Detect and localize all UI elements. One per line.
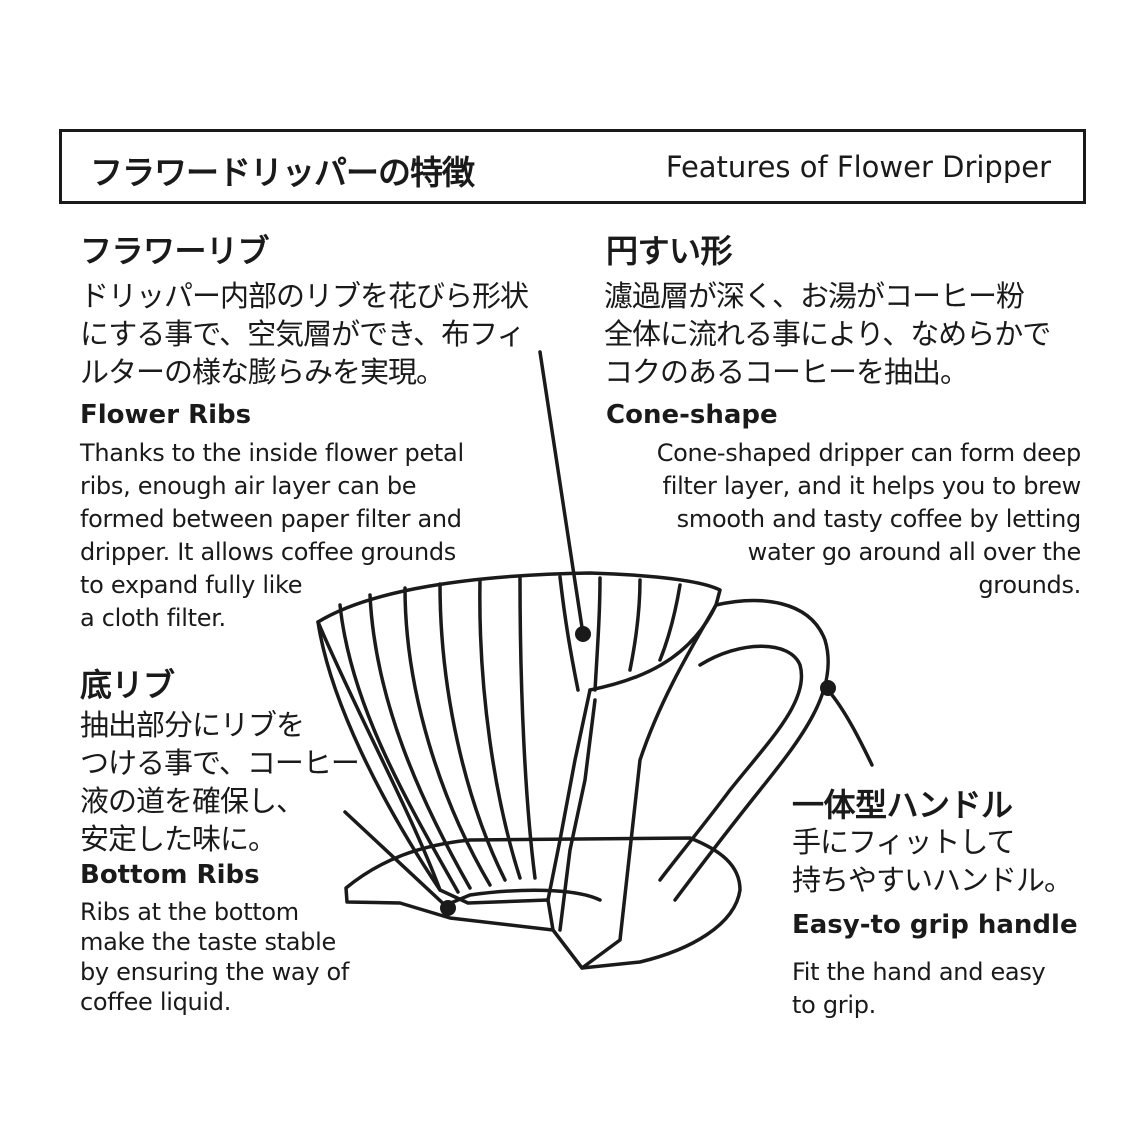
cone-outline: [316, 571, 722, 970]
header-title-jp: フラワードリッパーの特徴: [90, 153, 475, 192]
handle-inner: [658, 644, 804, 882]
flower-ribs-body-en: Thanks to the inside flower petal ribs, …: [80, 439, 464, 632]
cutaway-front: [546, 688, 592, 902]
handle-body-en: Fit the hand and easy to grip.: [792, 958, 1046, 1019]
callout-dot-handle: [820, 680, 836, 696]
header-title-en: Features of Flower Dripper: [665, 150, 1051, 184]
bottom-ribs-body-jp: 抽出部分にリブを つける事で、コーヒー 液の道を確保し、 安定した味に。: [80, 708, 360, 856]
petal-rib: [593, 576, 602, 692]
handle-outline: [673, 598, 830, 902]
leader-line-bottom-ribs: [343, 810, 450, 910]
leader-line-handle: [826, 688, 874, 767]
flower-ribs-title-en: Flower Ribs: [80, 400, 252, 430]
base-plate: [344, 836, 742, 970]
callout-dot-bottom-ribs: [440, 900, 456, 916]
petal-rib: [438, 582, 507, 882]
cone-shape-title-jp: 円すい形: [606, 232, 733, 270]
petal-rib: [658, 583, 682, 662]
petal-rib: [403, 586, 492, 887]
petal-rib: [368, 593, 472, 890]
handle-title-jp: 一体型ハンドル: [792, 786, 1013, 824]
flower-ribs-title-jp: フラワーリブ: [80, 232, 270, 270]
bottom-ribs-body-en: Ribs at the bottom make the taste stable…: [80, 898, 350, 1016]
bottom-ribs-title-jp: 底リブ: [80, 666, 175, 704]
cone-shape-body-jp: 濾過層が深く、お湯がコーヒー粉 全体に流れる事により、なめらかで コクのあるコー…: [604, 279, 1051, 389]
petal-rib: [338, 603, 460, 894]
petal-rib: [478, 578, 522, 880]
petal-rib: [518, 576, 537, 880]
bottom-ribs-title-en: Bottom Ribs: [80, 860, 260, 890]
cutaway-edge: [588, 603, 718, 692]
handle-title-en: Easy-to grip handle: [792, 910, 1078, 940]
petal-rib: [628, 578, 642, 672]
flower-ribs-body-jp: ドリッパー内部のリブを花びら形状 にする事で、空気層ができ、布フィ ルターの様な…: [80, 279, 529, 389]
callout-dot-flower-ribs: [575, 626, 591, 642]
leader-line-flower-ribs: [538, 350, 585, 636]
header-box: [59, 129, 1086, 204]
handle-body-jp: 手にフィットして 持ちやすいハンドル。: [792, 825, 1073, 897]
base-plate-inner: [444, 888, 602, 907]
petal-rib: [316, 620, 442, 892]
cone-shape-body-en: Cone-shaped dripper can form deep filter…: [656, 439, 1082, 599]
petal-rib: [558, 575, 580, 692]
cutaway-front: [558, 698, 597, 932]
cone-shape-title-en: Cone-shape: [606, 400, 778, 430]
